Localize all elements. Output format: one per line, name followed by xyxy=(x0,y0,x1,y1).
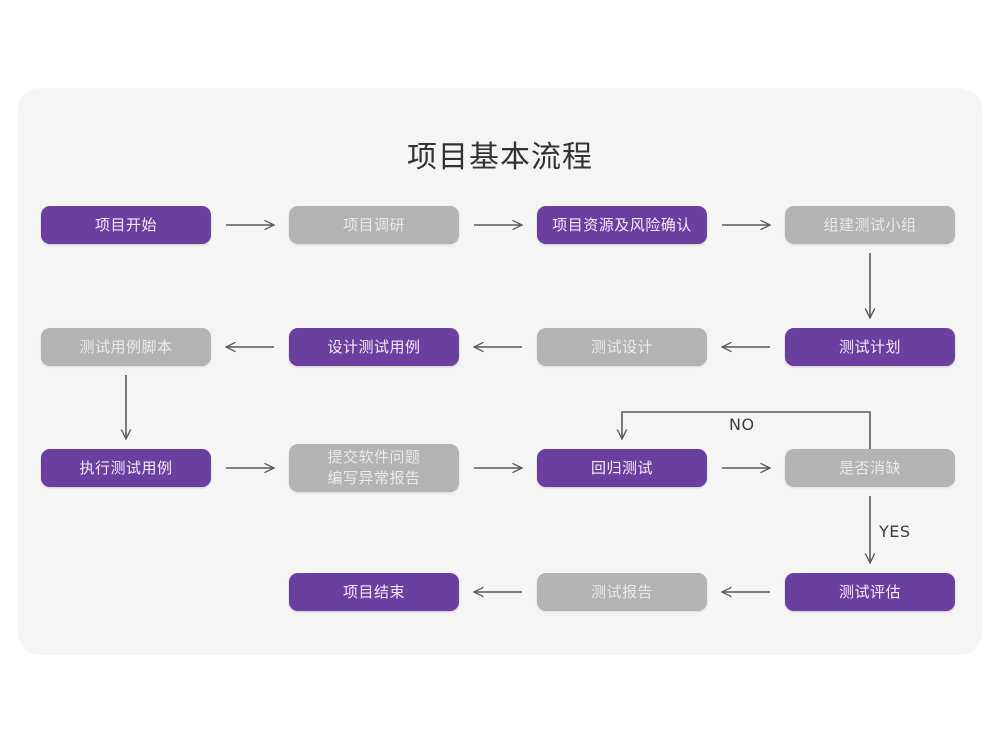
node-resource-risk-confirm[interactable]: 项目资源及风险确认 xyxy=(537,206,707,244)
node-project-research[interactable]: 项目调研 xyxy=(289,206,459,244)
node-test-report[interactable]: 测试报告 xyxy=(537,573,707,611)
node-regression-test[interactable]: 回归测试 xyxy=(537,449,707,487)
edge-label-yes: YES xyxy=(879,522,911,541)
node-test-case-script[interactable]: 测试用例脚本 xyxy=(41,328,211,366)
edge-label-no: NO xyxy=(729,415,755,434)
node-test-design[interactable]: 测试设计 xyxy=(537,328,707,366)
node-defect-cleared-decision[interactable]: 是否消缺 xyxy=(785,449,955,487)
page-title: 项目基本流程 xyxy=(407,140,593,175)
node-execute-test-cases[interactable]: 执行测试用例 xyxy=(41,449,211,487)
node-submit-issues-report[interactable]: 提交软件问题 编写异常报告 xyxy=(289,444,459,492)
node-test-plan[interactable]: 测试计划 xyxy=(785,328,955,366)
flowchart-card xyxy=(18,88,982,655)
node-project-end[interactable]: 项目结束 xyxy=(289,573,459,611)
node-form-test-team[interactable]: 组建测试小组 xyxy=(785,206,955,244)
node-test-evaluation[interactable]: 测试评估 xyxy=(785,573,955,611)
node-design-test-cases[interactable]: 设计测试用例 xyxy=(289,328,459,366)
node-project-start[interactable]: 项目开始 xyxy=(41,206,211,244)
